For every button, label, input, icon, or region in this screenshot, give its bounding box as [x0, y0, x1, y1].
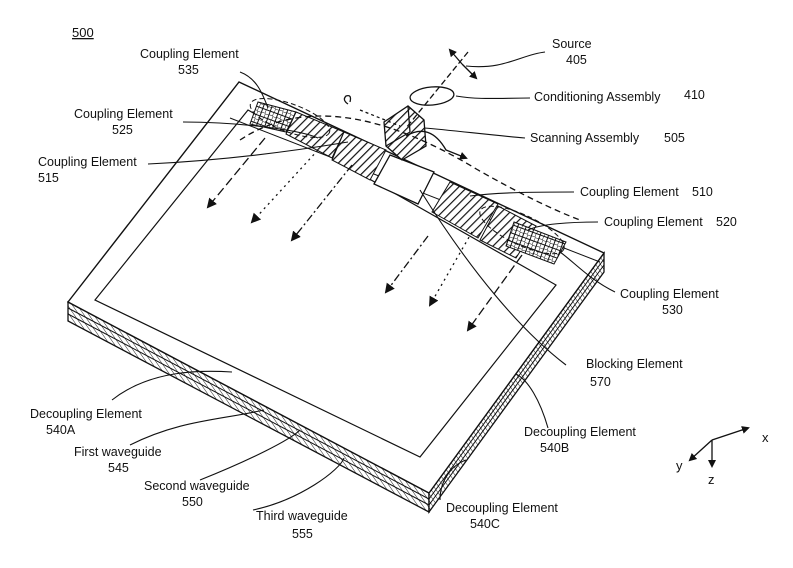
- leader-lines: [111, 51, 616, 511]
- label-ce520-num: 520: [716, 215, 737, 229]
- label-ce515-name: Coupling Element: [38, 155, 137, 169]
- z-axis-label: z: [708, 472, 715, 487]
- decoupling-area-outline: [94, 109, 557, 458]
- label-ce535-num: 535: [178, 63, 199, 77]
- label-source-name: Source: [552, 37, 592, 51]
- label-ce535: Coupling Element 535: [140, 47, 239, 77]
- label-wg2-name: Second waveguide: [144, 479, 250, 493]
- x-axis-arrow: [711, 426, 750, 441]
- axis-triad: x y z: [676, 426, 769, 487]
- label-scanning-name: Scanning Assembly: [530, 131, 640, 145]
- label-ce510-num: 510: [692, 185, 713, 199]
- label-ce530-name: Coupling Element: [620, 287, 719, 301]
- label-de540b-num: 540B: [540, 441, 569, 455]
- label-wg2: Second waveguide 550: [144, 479, 250, 509]
- label-wg1-name: First waveguide: [74, 445, 162, 459]
- label-ce520: Coupling Element 520: [604, 215, 737, 229]
- label-de540b-name: Decoupling Element: [524, 425, 636, 439]
- coupling-element-510: [431, 181, 499, 239]
- label-blocking-num: 570: [590, 375, 611, 389]
- label-ce510-name: Coupling Element: [580, 185, 679, 199]
- label-ce510: Coupling Element 510: [580, 185, 713, 199]
- label-ce530-num: 530: [662, 303, 683, 317]
- conditioning-assembly-410: [409, 86, 455, 106]
- label-de540a: Decoupling Element 540A: [30, 407, 142, 437]
- label-wg2-num: 550: [182, 495, 203, 509]
- label-de540a-name: Decoupling Element: [30, 407, 142, 421]
- label-ce515: Coupling Element 515: [38, 155, 137, 185]
- blocking-element-570: [373, 154, 435, 205]
- coupling-element-515: [331, 131, 387, 181]
- label-scanning: Scanning Assembly 505: [530, 131, 685, 145]
- label-scanning-num: 505: [664, 131, 685, 145]
- label-de540c: Decoupling Element 540C: [446, 501, 558, 531]
- label-de540c-num: 540C: [470, 517, 500, 531]
- scan-arc: [239, 115, 581, 221]
- label-source: Source 405: [552, 37, 592, 67]
- label-blocking: Blocking Element 570: [586, 357, 683, 389]
- label-ce525: Coupling Element 525: [74, 107, 173, 137]
- coupling-element-535: [249, 101, 297, 133]
- y-axis-label: y: [676, 458, 683, 473]
- waveguide-top-surface: [66, 81, 606, 494]
- label-de540b: Decoupling Element 540B: [524, 425, 636, 455]
- label-ce515-num: 515: [38, 171, 59, 185]
- label-de540a-num: 540A: [46, 423, 76, 437]
- label-ce530: Coupling Element 530: [620, 287, 719, 317]
- label-source-num: 405: [566, 53, 587, 67]
- figure-number: 500: [72, 25, 94, 40]
- output-beams: [206, 137, 523, 332]
- conditioning-and-source: [343, 48, 478, 160]
- coupling-element-530: [505, 221, 567, 265]
- label-blocking-name: Blocking Element: [586, 357, 683, 371]
- label-ce535-name: Coupling Element: [140, 47, 239, 61]
- label-ce525-name: Coupling Element: [74, 107, 173, 121]
- label-conditioning: Conditioning Assembly 410: [534, 88, 705, 104]
- coupling-elements: [249, 98, 567, 265]
- label-wg1: First waveguide 545: [74, 445, 162, 475]
- label-wg3-num: 555: [292, 527, 313, 541]
- label-conditioning-name: Conditioning Assembly: [534, 90, 661, 104]
- label-ce525-num: 525: [112, 123, 133, 137]
- y-axis-arrow: [688, 439, 713, 462]
- x-axis-label: x: [762, 430, 769, 445]
- label-de540c-name: Decoupling Element: [446, 501, 558, 515]
- label-wg1-num: 545: [108, 461, 129, 475]
- label-ce520-name: Coupling Element: [604, 215, 703, 229]
- label-wg3: Third waveguide 555: [256, 509, 348, 541]
- label-wg3-name: Third waveguide: [256, 509, 348, 523]
- label-conditioning-num: 410: [684, 88, 705, 102]
